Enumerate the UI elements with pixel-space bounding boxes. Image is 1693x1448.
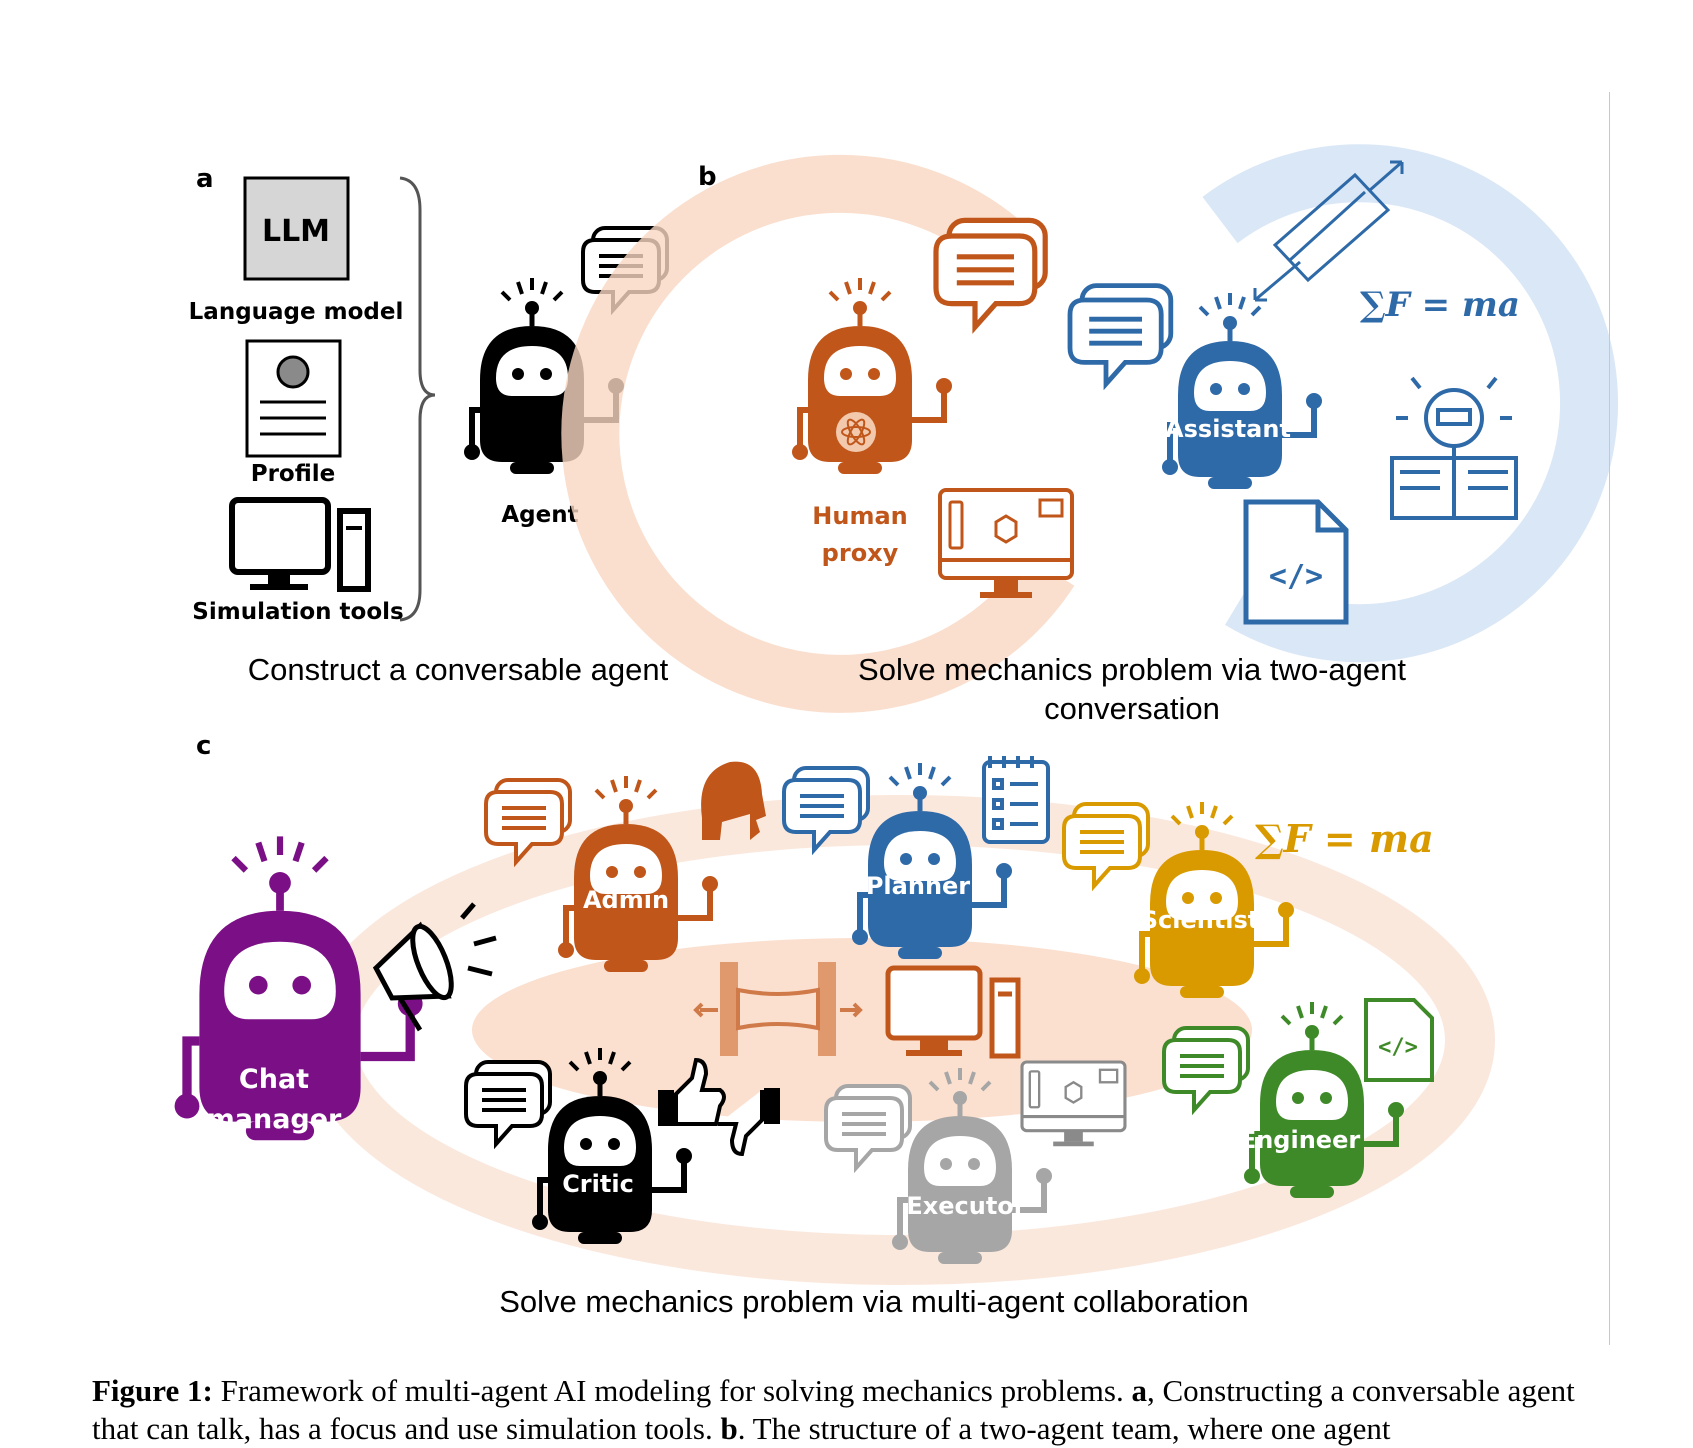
svg-text:</>: </> [1269,559,1323,594]
critic-chat-bubble-icon [464,1060,552,1146]
simulation-tools-label: Simulation tools [192,599,403,625]
assistant-label: Assistant [1165,415,1291,443]
panel-b-formula: ∑F = ma [1360,285,1520,325]
executor-monitor-icon [1020,1060,1127,1148]
admin-label: Admin [583,886,669,914]
agent-label: Agent [501,502,578,528]
planner-label: Planner [866,872,970,900]
panel-b-subtitle-line2: conversation [1044,691,1220,726]
panel-b-subtitle-line1: Solve mechanics problem via two-agent [858,652,1406,687]
human-proxy-label-line2: proxy [822,539,899,567]
engineer-label: Engineer [1240,1126,1361,1154]
workstation-icon [885,965,1021,1059]
tensile-test-icon [693,962,863,1056]
profile-label: Profile [251,461,336,487]
checklist-icon [982,756,1050,844]
panel-c-formula: ∑F = ma [1255,816,1434,861]
panel-a-letter: a [196,164,214,194]
brace [399,176,436,622]
human-head-icon [701,761,766,840]
panel-a-subtitle: Construct a conversable agent [248,652,669,687]
thumbs-icon [658,1057,780,1157]
caption-a: a [1131,1373,1147,1408]
chat-manager-label-line1: Chat [239,1064,309,1095]
engineer-chat-bubble-icon [1162,1026,1250,1112]
caption-label: Figure 1: [92,1373,213,1408]
brain-icon [836,412,876,452]
svg-text:</>: </> [1378,1035,1418,1060]
assistant-robot-icon [1162,293,1322,489]
human-proxy-label-line1: Human [812,502,907,530]
caption-text-3: . The structure of a two-agent team, whe… [737,1411,1391,1446]
orange-cycle-arrow [561,154,1075,713]
panel-b-letter: b [698,162,717,192]
human-proxy-robot-icon [792,278,952,474]
scientist-label: Scientist [1141,906,1260,934]
chat-manager-label-line2: manager [207,1104,342,1135]
human-proxy-chat-bubble-icon [936,220,1045,327]
profile-icon [245,339,342,458]
code-file-icon: </> [1243,499,1349,625]
engineer-code-file-icon: </> [1364,998,1434,1082]
scientist-chat-bubble-icon [1062,802,1150,888]
llm-box [243,176,350,281]
admin-robot-icon [558,776,718,972]
megaphone-icon [372,902,497,1032]
idea-book-icon [1390,376,1518,520]
right-margin-rule [1609,92,1610,1345]
tensile-specimen-icon [1253,160,1404,302]
caption-b: b [720,1411,738,1446]
executor-chat-bubble-icon [824,1084,912,1170]
llm-label: LLM [262,214,330,249]
blue-cycle-arrow [1202,144,1618,663]
executor-label: Executor [906,1192,1025,1220]
critic-label: Critic [562,1170,634,1198]
computer-icon [229,497,371,592]
assistant-chat-bubble-icon [1070,286,1171,384]
panel-c-subtitle: Solve mechanics problem via multi-agent … [499,1284,1249,1319]
panel-c-letter: c [196,731,211,761]
language-model-label: Language model [189,299,404,325]
figure-caption: Figure 1: Framework of multi-agent AI mo… [92,1372,1612,1448]
caption-text-1: Framework of multi-agent AI modeling for… [212,1373,1132,1408]
